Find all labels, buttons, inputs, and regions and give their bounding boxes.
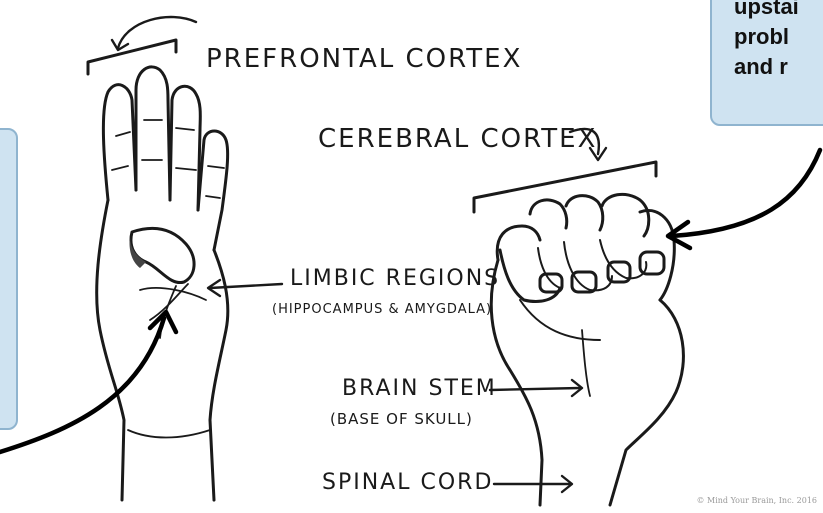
limbic-regions-label: LIMBIC REGIONS <box>290 266 500 291</box>
prefrontal-cortex-label: PREFRONTAL CORTEX <box>206 44 522 74</box>
callout-left-box <box>0 128 18 430</box>
callout-right-line-3: and r <box>734 52 799 82</box>
spinal-cord-label: SPINAL CORD <box>322 470 493 495</box>
limbic-regions-sublabel: (HIPPOCAMPUS & AMYGDALA) <box>272 302 492 317</box>
open-hand-drawing <box>97 67 228 500</box>
callout-right-arrow <box>672 150 820 236</box>
fist-drawing <box>491 194 683 505</box>
brainstem-arrow <box>490 388 580 390</box>
brain-stem-label: BRAIN STEM <box>342 376 497 401</box>
cerebral-cortex-label: CEREBRAL CORTEX <box>318 124 597 154</box>
callout-left-arrow <box>0 318 164 452</box>
callout-right-box: upstai probl and r <box>710 0 823 126</box>
limbic-arrow <box>210 284 282 288</box>
callout-right-line-2: probl <box>734 22 799 52</box>
copyright-note: © Mind Your Brain, Inc. 2016 <box>696 496 817 505</box>
prefrontal-bracket <box>88 40 176 74</box>
callout-right-line-1: upstai <box>734 0 799 22</box>
brain-stem-sublabel: (BASE OF SKULL) <box>330 410 473 428</box>
